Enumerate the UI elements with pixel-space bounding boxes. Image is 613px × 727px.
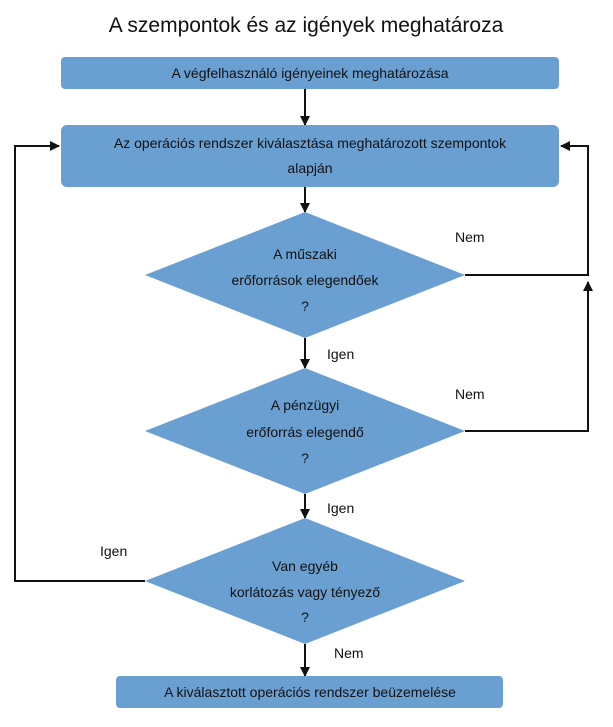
decision3-label-line3: ? bbox=[301, 609, 309, 625]
decision3-no-label: Nem bbox=[334, 645, 364, 661]
step2-label-line2: alapján bbox=[287, 160, 332, 176]
step2-box bbox=[61, 125, 559, 187]
step1-box bbox=[61, 57, 559, 89]
decision1-label-line2: erőforrások elegendőek bbox=[231, 272, 379, 288]
decision1-label-line3: ? bbox=[301, 298, 309, 314]
decision1-label-line1: A műszaki bbox=[273, 246, 337, 262]
final-label: A kiválasztott operációs rendszer beüzem… bbox=[164, 684, 456, 700]
decision3-label-line1: Van egyéb bbox=[272, 558, 338, 574]
decision2-label-line3: ? bbox=[301, 450, 309, 466]
step2-label-line1: Az operációs rendszer kiválasztása megha… bbox=[114, 135, 507, 151]
arrow-decision3-yes bbox=[14, 141, 145, 582]
decision1-diamond bbox=[145, 212, 465, 338]
final-box bbox=[116, 676, 503, 708]
decision1-yes-label: Igen bbox=[327, 346, 354, 362]
decision2-yes-label: Igen bbox=[327, 500, 354, 516]
arrow-decision1-no bbox=[465, 141, 589, 276]
decision2-no-label: Nem bbox=[455, 386, 485, 402]
decision2-label-line2: erőforrás elegendő bbox=[246, 424, 364, 440]
decision2-label-line1: A pénzügyi bbox=[271, 397, 340, 413]
decision2-diamond bbox=[145, 368, 465, 494]
diagram-title: A szempontok és az igények meghatároza bbox=[109, 14, 504, 37]
decision3-diamond bbox=[145, 518, 465, 644]
decision3-yes-label: Igen bbox=[100, 543, 127, 559]
decision1-no-label: Nem bbox=[455, 229, 485, 245]
arrow-decision2-no bbox=[465, 281, 593, 432]
decision3-label-line2: korlátozás vagy tényező bbox=[230, 584, 380, 600]
step1-label: A végfelhasználó igényeinek meghatározás… bbox=[171, 65, 448, 81]
